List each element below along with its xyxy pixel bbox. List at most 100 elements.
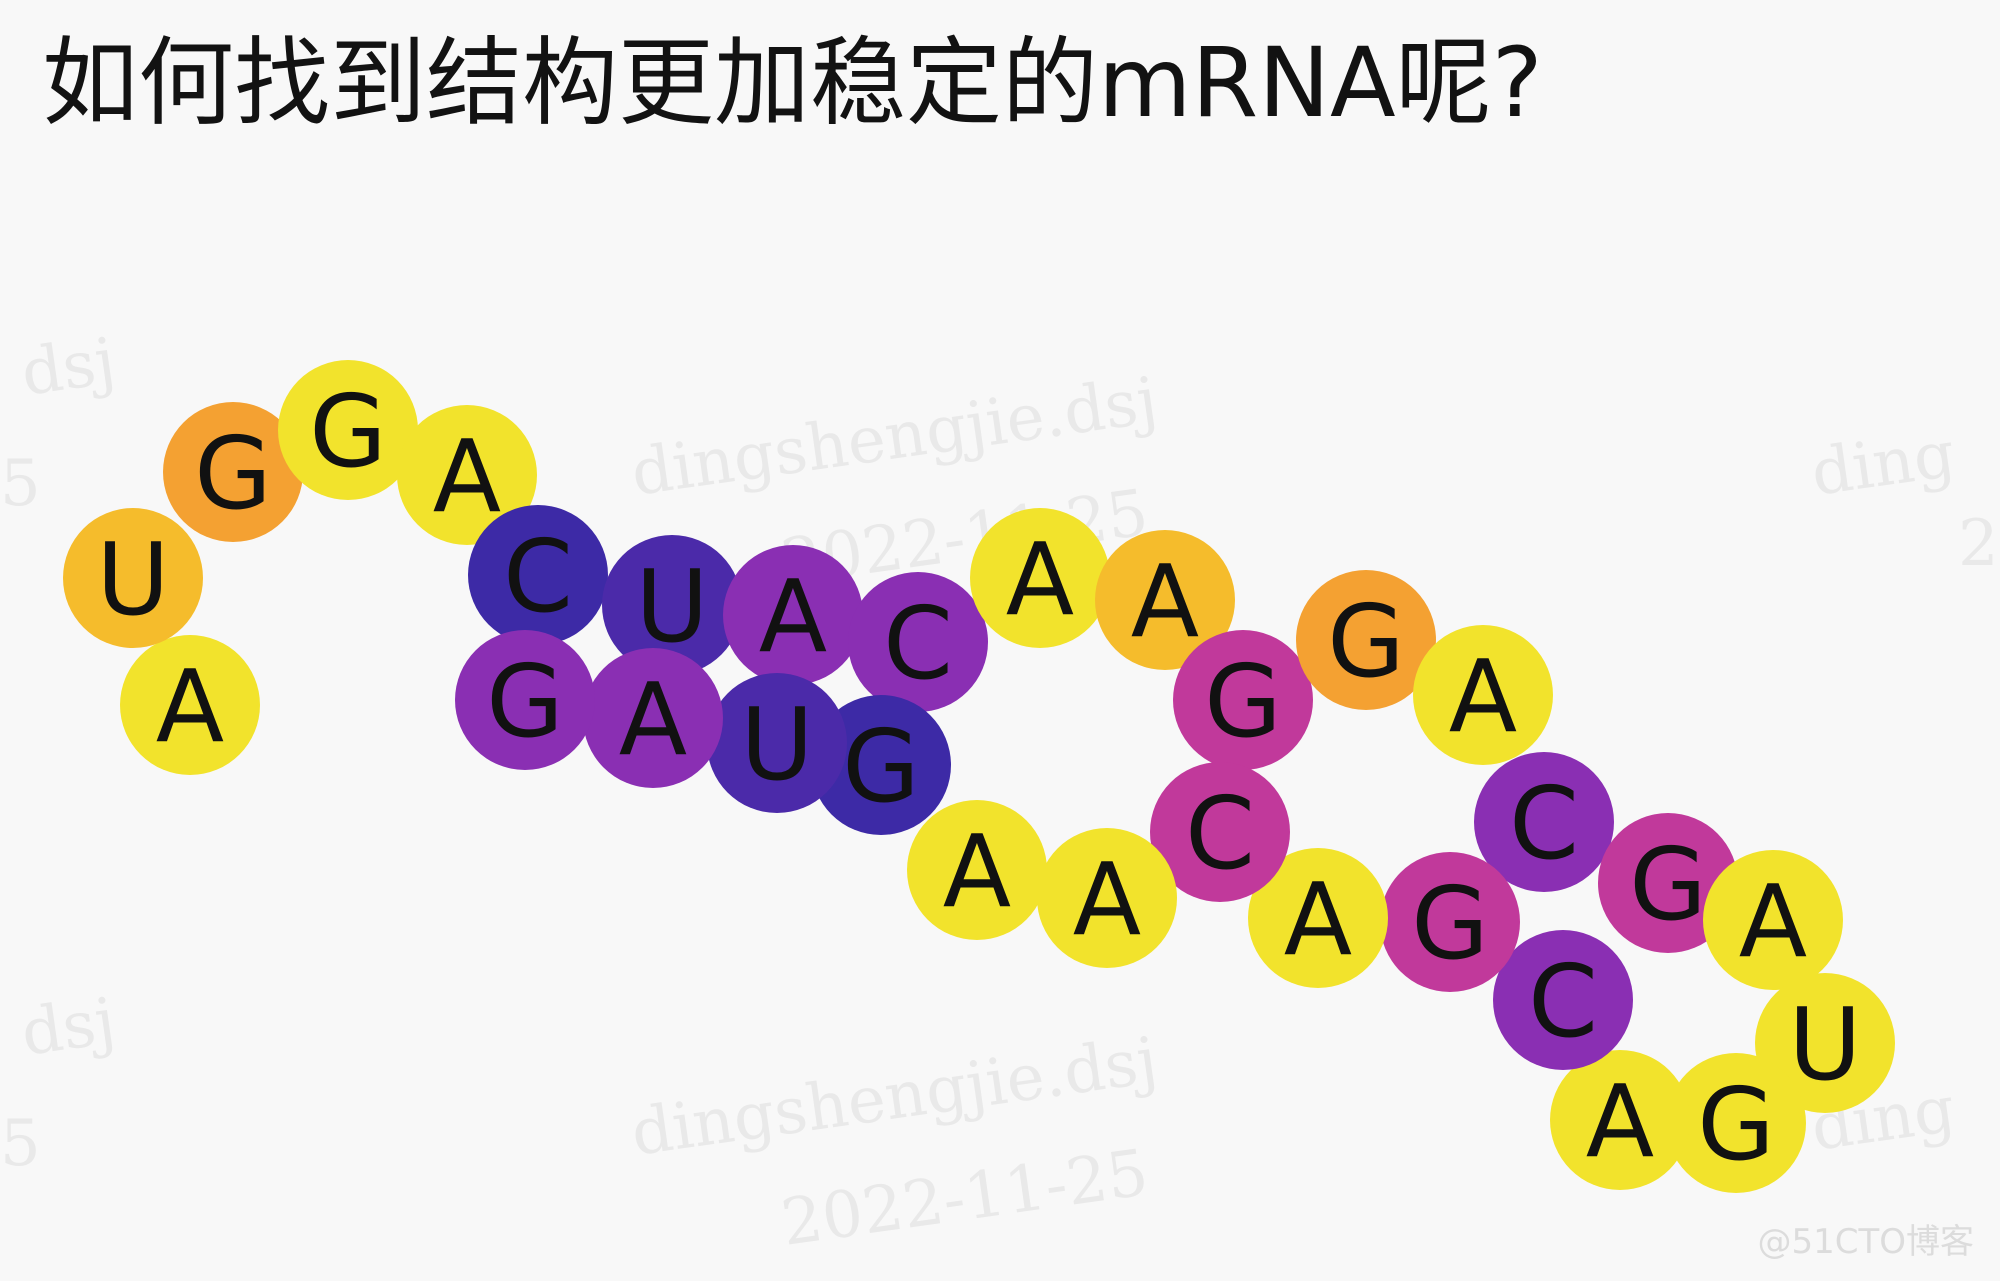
nucleotide-circle: [1666, 1053, 1806, 1193]
nucleotide-circle: [397, 405, 537, 545]
site-credit: @51CTO博客: [1757, 1222, 1974, 1262]
watermark-text: dsj: [17, 985, 120, 1071]
nucleotide-30: G: [455, 630, 595, 770]
nucleotide-circle: [1550, 1050, 1690, 1190]
nucleotide-circle: [278, 360, 418, 500]
nucleotide-circle: [602, 535, 742, 675]
nucleotide-2: U: [63, 508, 203, 648]
nucleotide-circle: [63, 508, 203, 648]
nucleotide-letter: A: [156, 648, 224, 765]
nucleotide-20: A: [1550, 1050, 1690, 1190]
nucleotide-circle: [1296, 570, 1436, 710]
nucleotide-9: C: [848, 572, 988, 712]
nucleotide-circle: [1493, 930, 1633, 1070]
nucleotide-circle: [1173, 630, 1313, 770]
nucleotide-letter: A: [1131, 543, 1199, 660]
watermark-text: 2022-11-25: [777, 1136, 1153, 1261]
nucleotide-letter: A: [1284, 861, 1352, 978]
nucleotide-circle: [1703, 850, 1843, 990]
nucleotide-letter: G: [309, 373, 387, 490]
nucleotide-8: A: [723, 545, 863, 685]
nucleotide-circle: [907, 800, 1047, 940]
nucleotide-circle: [1095, 530, 1235, 670]
nucleotide-22: G: [1380, 852, 1520, 992]
nucleotide-letter: G: [486, 643, 564, 760]
nucleotide-letter: C: [503, 518, 573, 635]
nucleotide-21: C: [1493, 930, 1633, 1070]
nucleotide-letter: C: [1509, 765, 1579, 882]
nucleotide-letter: U: [1788, 986, 1861, 1103]
nucleotide-letter: G: [842, 708, 920, 825]
nucleotide-circle: [1037, 828, 1177, 968]
nucleotide-circle: [1248, 848, 1388, 988]
nucleotide-letter: A: [1586, 1063, 1654, 1180]
nucleotide-circle: [1150, 762, 1290, 902]
nucleotide-letter: A: [619, 661, 687, 778]
nucleotide-letter: G: [194, 415, 272, 532]
nucleotide-12: G: [1173, 630, 1313, 770]
nucleotide-23: A: [1248, 848, 1388, 988]
nucleotide-circle: [848, 572, 988, 712]
nucleotide-circle: [811, 695, 951, 835]
nucleotide-circle: [1755, 973, 1895, 1113]
watermark-text: 5: [0, 1107, 41, 1181]
nucleotide-letter: G: [1327, 583, 1405, 700]
nucleotide-14: A: [1413, 625, 1553, 765]
nucleotide-circle: [583, 648, 723, 788]
nucleotide-18: U: [1755, 973, 1895, 1113]
nucleotide-letter: G: [1204, 643, 1282, 760]
nucleotide-7: U: [602, 535, 742, 675]
nucleotide-letter: G: [1629, 826, 1707, 943]
nucleotide-letter: G: [1697, 1066, 1775, 1183]
nucleotide-11: A: [1095, 530, 1235, 670]
nucleotide-circle: [1380, 852, 1520, 992]
nucleotide-letter: A: [1006, 521, 1074, 638]
nucleotide-25: A: [1037, 828, 1177, 968]
nucleotide-letter: G: [1411, 865, 1489, 982]
nucleotide-13: G: [1296, 570, 1436, 710]
nucleotide-circle: [1413, 625, 1553, 765]
watermark-text: dsj: [17, 325, 120, 411]
nucleotide-circle: [455, 630, 595, 770]
nucleotide-10: A: [970, 508, 1110, 648]
nucleotide-24: C: [1150, 762, 1290, 902]
nucleotide-letter: A: [943, 813, 1011, 930]
nucleotide-circle: [707, 673, 847, 813]
nucleotide-letter: C: [1185, 775, 1255, 892]
nucleotide-1: A: [120, 635, 260, 775]
nucleotide-letter: A: [1073, 841, 1141, 958]
nucleotide-letter: U: [96, 521, 169, 638]
nucleotide-19: G: [1666, 1053, 1806, 1193]
nucleotide-6: C: [468, 505, 608, 645]
nucleotide-29: A: [583, 648, 723, 788]
nucleotide-letter: U: [740, 686, 813, 803]
nucleotide-circle: [1598, 813, 1738, 953]
nucleotide-3: G: [163, 402, 303, 542]
nucleotide-27: G: [811, 695, 951, 835]
nucleotide-letter: U: [635, 548, 708, 665]
watermark-text: ding: [1807, 418, 1960, 511]
nucleotide-letter: A: [1449, 638, 1517, 755]
nucleotide-26: A: [907, 800, 1047, 940]
nucleotide-letter: A: [759, 558, 827, 675]
nucleotide-letter: C: [1528, 943, 1598, 1060]
nucleotide-circle: [1474, 752, 1614, 892]
watermark-text: 5: [0, 447, 41, 521]
nucleotide-letter: A: [433, 418, 501, 535]
nucleotide-5: A: [397, 405, 537, 545]
nucleotide-28: U: [707, 673, 847, 813]
nucleotide-circle: [468, 505, 608, 645]
nucleotide-letter: C: [883, 585, 953, 702]
nucleotide-circle: [723, 545, 863, 685]
nucleotide-4: G: [278, 360, 418, 500]
nucleotide-15: C: [1474, 752, 1614, 892]
nucleotide-circle: [163, 402, 303, 542]
nucleotide-letter: A: [1739, 863, 1807, 980]
watermark-text: 2: [1958, 507, 1999, 581]
nucleotide-circle: [120, 635, 260, 775]
nucleotide-16: G: [1598, 813, 1738, 953]
nucleotide-17: A: [1703, 850, 1843, 990]
nucleotide-circle: [970, 508, 1110, 648]
